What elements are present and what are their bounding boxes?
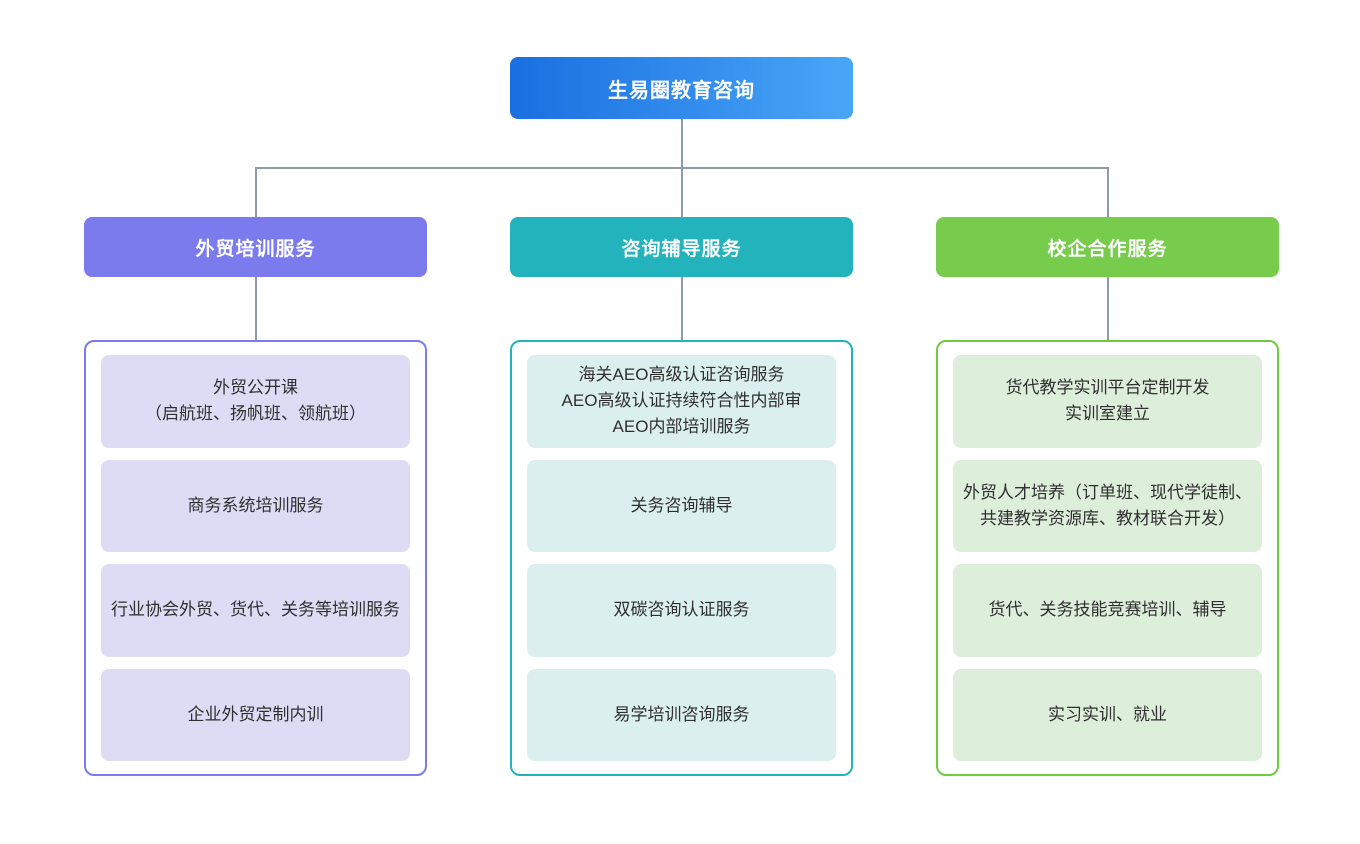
connector-root-down	[681, 119, 683, 167]
list-item[interactable]: 双碳咨询认证服务	[527, 564, 836, 657]
root-node-label: 生易圈教育咨询	[608, 79, 755, 102]
list-item[interactable]: 外贸公开课 （启航班、扬帆班、领航班）	[101, 355, 410, 448]
list-item[interactable]: 企业外贸定制内训	[101, 668, 410, 761]
connector-branch-2-stem	[1107, 277, 1109, 340]
list-item[interactable]: 关务咨询辅导	[527, 459, 836, 552]
branch-body-2: 货代教学实训平台定制开发 实训室建立 外贸人才培养（订单班、现代学徒制、共建教学…	[936, 340, 1279, 776]
branch-body-1: 海关AEO高级认证咨询服务 AEO高级认证持续符合性内部审 AEO内部培训服务 …	[510, 340, 853, 776]
list-item[interactable]: 外贸人才培养（订单班、现代学徒制、共建教学资源库、教材联合开发）	[953, 459, 1262, 552]
connector-branch-1-down	[681, 167, 683, 217]
list-item[interactable]: 海关AEO高级认证咨询服务 AEO高级认证持续符合性内部审 AEO内部培训服务	[527, 355, 836, 448]
list-item[interactable]: 实习实训、就业	[953, 668, 1262, 761]
branch-header-1-label: 咨询辅导服务	[621, 238, 742, 260]
root-node[interactable]: 生易圈教育咨询	[510, 57, 853, 119]
list-item[interactable]: 商务系统培训服务	[101, 459, 410, 552]
connector-branch-2-down	[1107, 167, 1109, 217]
list-item[interactable]: 货代教学实训平台定制开发 实训室建立	[953, 355, 1262, 448]
branch-header-1[interactable]: 咨询辅导服务	[510, 217, 853, 277]
list-item[interactable]: 货代、关务技能竞赛培训、辅导	[953, 564, 1262, 657]
connector-branch-0-stem	[255, 277, 257, 340]
branch-header-0[interactable]: 外贸培训服务	[84, 217, 427, 277]
branch-header-2-label: 校企合作服务	[1047, 238, 1168, 260]
branch-header-0-label: 外贸培训服务	[195, 238, 316, 260]
connector-branch-1-stem	[681, 277, 683, 340]
branch-header-2[interactable]: 校企合作服务	[936, 217, 1279, 277]
branch-body-0: 外贸公开课 （启航班、扬帆班、领航班） 商务系统培训服务 行业协会外贸、货代、关…	[84, 340, 427, 776]
list-item[interactable]: 易学培训咨询服务	[527, 668, 836, 761]
connector-branch-0-down	[255, 167, 257, 217]
list-item[interactable]: 行业协会外贸、货代、关务等培训服务	[101, 564, 410, 657]
